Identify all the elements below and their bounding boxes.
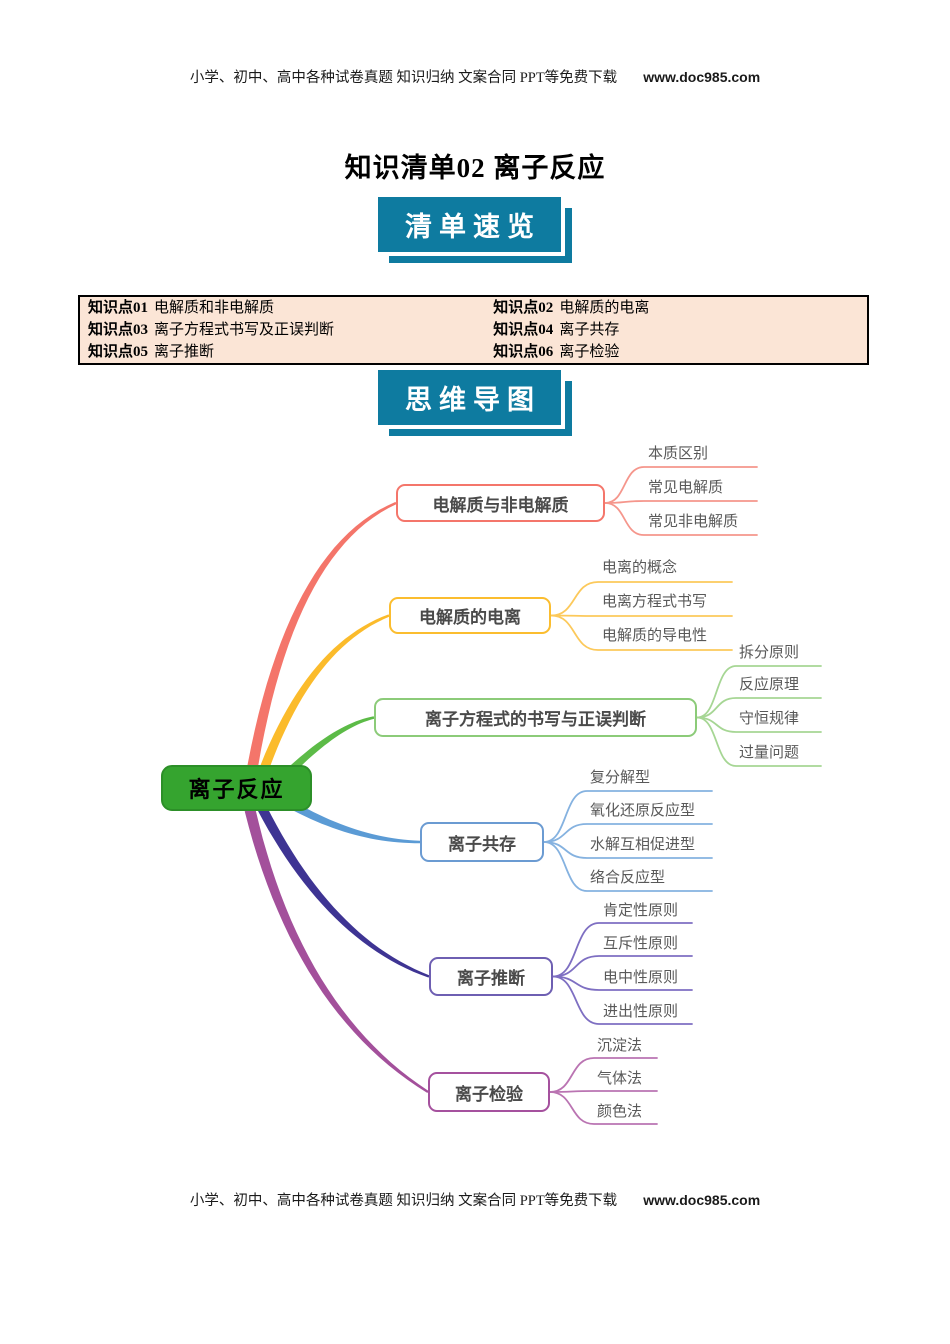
mindmap-branch-node: 电解质的电离 xyxy=(389,597,551,634)
knowledge-point-text: 电解质的电离 xyxy=(559,300,650,316)
mindmap-subtopic: 沉淀法 xyxy=(597,1037,643,1054)
knowledge-point-label: 知识点04 xyxy=(493,322,554,338)
mindmap-subtopic: 互斥性原则 xyxy=(603,935,679,952)
mindmap-subtopic: 肯定性原则 xyxy=(603,902,679,919)
mindmap-branch-node: 离子推断 xyxy=(429,957,553,996)
mindmap-subtopic: 本质区别 xyxy=(648,445,709,462)
mindmap-subtopic: 颜色法 xyxy=(597,1103,643,1120)
mindmap-subtopic: 电离的概念 xyxy=(602,559,678,576)
child-connector xyxy=(549,1090,658,1093)
mindmap-root-node: 离子反应 xyxy=(161,765,312,811)
knowledge-point-text: 离子共存 xyxy=(559,322,620,338)
knowledge-point: 知识点05 离子推断 xyxy=(80,341,485,363)
mindmap-subtopic: 电解质的导电性 xyxy=(602,627,708,644)
knowledge-point-label: 知识点06 xyxy=(493,344,554,360)
knowledge-point-label: 知识点05 xyxy=(88,344,149,360)
mindmap-subtopic: 气体法 xyxy=(597,1070,643,1087)
mindmap-subtopic: 常见非电解质 xyxy=(648,513,739,530)
mindmap-branch-node: 离子方程式的书写与正误判断 xyxy=(374,698,697,737)
page-footer: 小学、初中、高中各种试卷真题 知识归纳 文案合同 PPT等免费下载 www.doc… xyxy=(0,1189,950,1210)
child-connector xyxy=(550,614,733,617)
knowledge-point-label: 知识点03 xyxy=(88,322,149,338)
knowledge-point-text: 离子检验 xyxy=(559,344,620,360)
knowledge-point-text: 离子推断 xyxy=(154,344,215,360)
knowledge-point: 知识点01 电解质和非电解质 xyxy=(80,297,485,319)
mindmap-branch-node: 离子检验 xyxy=(428,1072,550,1112)
branch-curve xyxy=(253,614,390,788)
child-connector xyxy=(604,500,758,504)
branch-curve xyxy=(244,808,429,1093)
table-row: 知识点03 离子方程式书写及正误判断 知识点04 离子共存 xyxy=(80,319,867,341)
mindmap-subtopic: 常见电解质 xyxy=(648,479,724,496)
mindmap-subtopic: 复分解型 xyxy=(590,769,651,786)
knowledge-point: 知识点03 离子方程式书写及正误判断 xyxy=(80,319,485,341)
mindmap-subtopic: 氧化还原反应型 xyxy=(590,802,696,819)
header-site-link[interactable]: www.doc985.com xyxy=(643,69,761,85)
banner-mindmap: 思维导图 xyxy=(378,370,561,425)
mindmap-subtopic: 水解互相促进型 xyxy=(590,836,696,853)
branch-curve xyxy=(244,501,397,783)
knowledge-point-label: 知识点02 xyxy=(493,300,554,316)
knowledge-point: 知识点04 离子共存 xyxy=(485,319,867,341)
knowledge-point: 知识点06 离子检验 xyxy=(485,341,867,363)
header-slogan: 小学、初中、高中各种试卷真题 知识归纳 文案合同 PPT等免费下载 xyxy=(189,70,618,86)
footer-site-link[interactable]: www.doc985.com xyxy=(643,1192,761,1208)
banner-overview: 清单速览 xyxy=(378,197,561,252)
page-header: 小学、初中、高中各种试卷真题 知识归纳 文案合同 PPT等免费下载 www.doc… xyxy=(0,66,950,87)
knowledge-point-text: 离子方程式书写及正误判断 xyxy=(154,322,335,338)
table-row: 知识点01 电解质和非电解质 知识点02 电解质的电离 xyxy=(80,297,867,319)
knowledge-point: 知识点02 电解质的电离 xyxy=(485,297,867,319)
knowledge-point-label: 知识点01 xyxy=(88,300,149,316)
footer-slogan: 小学、初中、高中各种试卷真题 知识归纳 文案合同 PPT等免费下载 xyxy=(189,1193,618,1209)
mindmap-subtopic: 络合反应型 xyxy=(590,869,666,886)
page-title: 知识清单02 离子反应 xyxy=(344,153,606,183)
mindmap-subtopic: 守恒规律 xyxy=(739,710,800,727)
knowledge-point-text: 电解质和非电解质 xyxy=(154,300,275,316)
mindmap-subtopic: 电离方程式书写 xyxy=(602,593,708,610)
knowledge-points-table: 知识点01 电解质和非电解质 知识点02 电解质的电离知识点03 离子方程式书写及正误判… xyxy=(78,295,869,365)
branch-curve xyxy=(257,805,430,978)
table-row: 知识点05 离子推断 知识点06 离子检验 xyxy=(80,341,867,363)
mindmap-subtopic: 电中性原则 xyxy=(603,969,679,986)
mindmap-subtopic: 反应原理 xyxy=(739,676,800,693)
mindmap-subtopic: 进出性原则 xyxy=(603,1003,679,1020)
mindmap-subtopic: 过量问题 xyxy=(739,744,800,761)
mindmap-branch-node: 电解质与非电解质 xyxy=(396,484,605,522)
mindmap-subtopic: 拆分原则 xyxy=(739,644,800,661)
mindmap-branch-node: 离子共存 xyxy=(420,822,544,862)
